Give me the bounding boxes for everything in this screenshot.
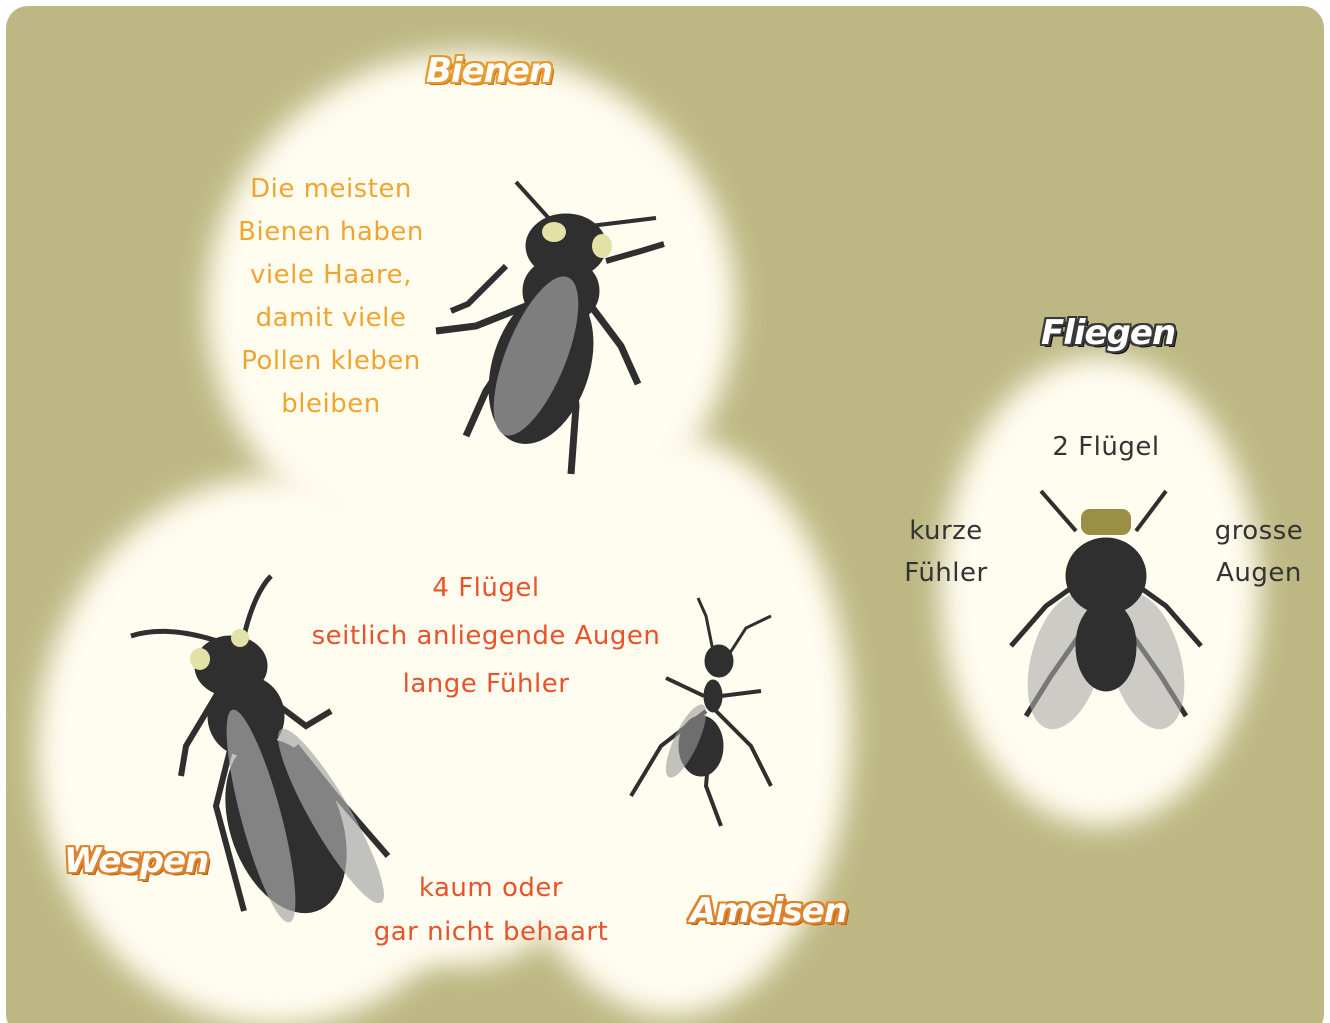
fly-eyes-label: grosse Augen xyxy=(1204,510,1314,594)
shared-traits: 4 Flügel seitlich anliegende Augen lange… xyxy=(286,564,686,708)
trait-line: lange Fühler xyxy=(286,660,686,708)
ants-title: Ameisen xyxy=(690,894,847,928)
bees-note-line: Bienen haben xyxy=(226,211,436,254)
bees-title: Bienen xyxy=(426,54,552,88)
trait-line: 4 Flügel xyxy=(286,564,686,612)
wasps-title: Wespen xyxy=(64,844,208,878)
fly-antennae-line: kurze xyxy=(891,510,1001,552)
bees-note-line: damit viele xyxy=(226,297,436,340)
flies-title: Fliegen xyxy=(1041,316,1175,350)
bees-note-line: bleiben xyxy=(226,383,436,426)
bees-note-line: viele Haare, xyxy=(226,254,436,297)
trait-line: seitlich anliegende Augen xyxy=(286,612,686,660)
fly-eyes-line: grosse xyxy=(1204,510,1314,552)
bees-note: Die meisten Bienen haben viele Haare, da… xyxy=(226,168,436,426)
bees-note-line: Die meisten xyxy=(226,168,436,211)
background-panel: Bienen Fliegen Wespen Ameisen Die meiste… xyxy=(6,6,1324,1023)
bees-note-line: Pollen kleben xyxy=(226,340,436,383)
fly-antennae-label: kurze Fühler xyxy=(891,510,1001,594)
hair-note-line: kaum oder xyxy=(351,866,631,910)
fly-eyes-line: Augen xyxy=(1204,552,1314,594)
fly-wings-label: 2 Flügel xyxy=(1036,426,1176,468)
hair-note: kaum oder gar nicht behaart xyxy=(351,866,631,954)
hair-note-line: gar nicht behaart xyxy=(351,910,631,954)
bubble-group xyxy=(36,51,1260,1023)
fly-antennae-line: Fühler xyxy=(891,552,1001,594)
